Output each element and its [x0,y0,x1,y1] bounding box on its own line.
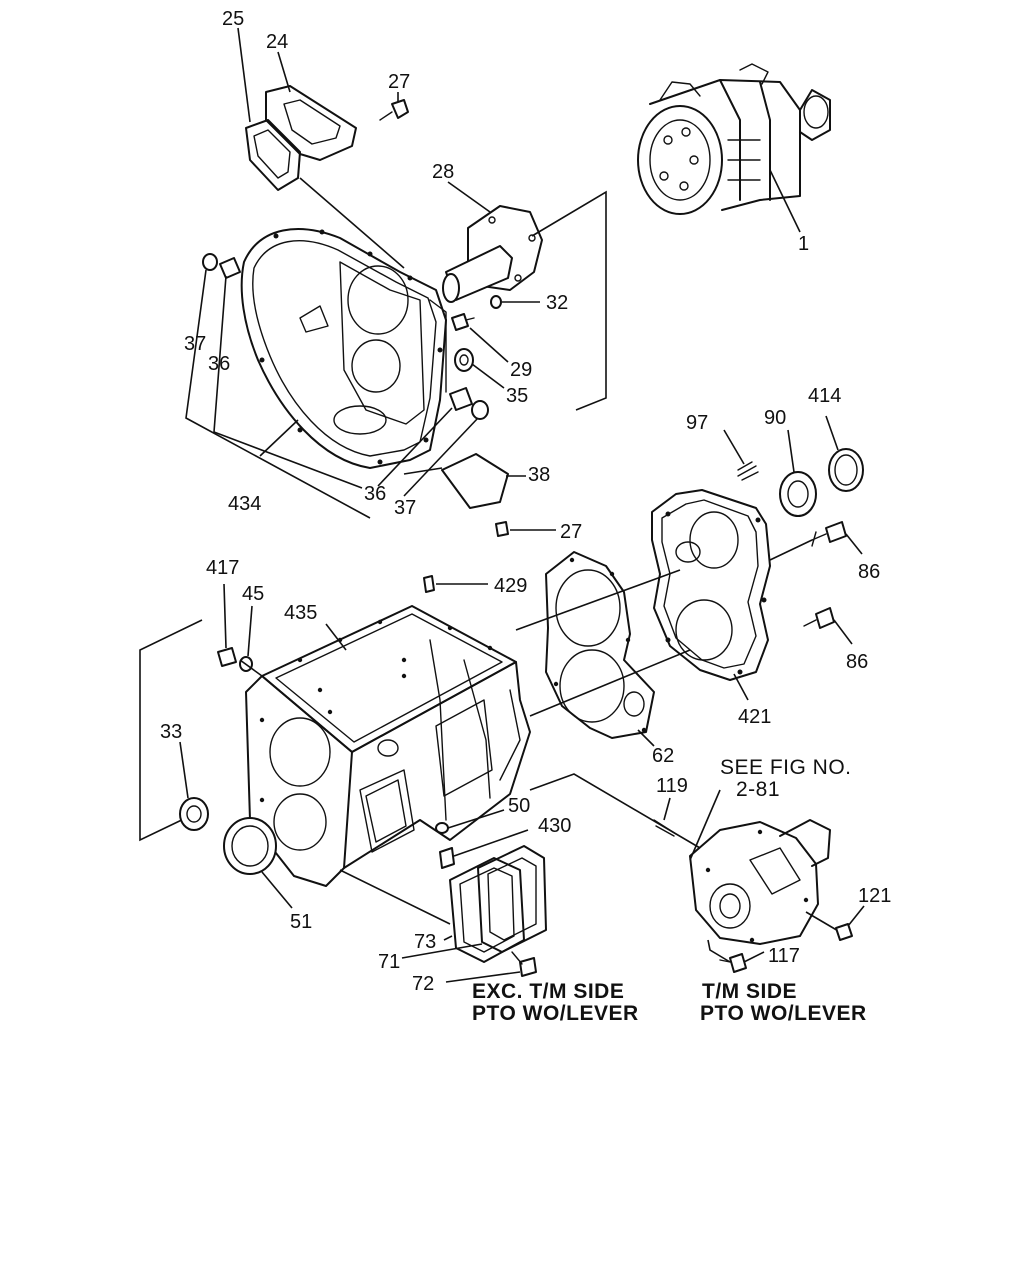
label-24: 24 [266,31,288,53]
label-37-top: 37 [184,333,206,355]
note-see-fig-number: 2-81 [736,778,780,801]
label-429: 429 [494,575,527,597]
label-27-lower: 27 [560,521,582,543]
note-exc-pto-lever: PTO WO/LEVER [472,1002,639,1025]
part-117-bolt [707,939,765,973]
leader-case-to-421-upper [515,569,681,631]
part-434-clutch-housing [240,228,447,469]
part-27-bolt-lower [495,521,556,537]
part-430-plug [439,829,529,869]
part-32-washer [490,295,540,309]
label-421: 421 [738,706,771,728]
label-36-top: 36 [208,353,230,375]
label-35: 35 [506,385,528,407]
label-32: 32 [546,292,568,314]
label-62: 62 [652,745,674,767]
part-35-seal [454,348,505,389]
bracket-33 [139,619,203,842]
note-tm-side: T/M SIDE [702,980,797,1003]
leader-gasket-to-housing [299,177,405,269]
label-417: 417 [206,557,239,579]
part-38-cover-plate [403,453,526,509]
part-24-cover [265,85,357,179]
part-37-ring-top [202,253,218,271]
part-119-stud [653,797,677,837]
part-86-bolt-upper [769,521,863,561]
label-434: 434 [228,493,261,515]
part-36-dowel-top [219,257,241,279]
part-414-shim [825,415,864,492]
label-27-top: 27 [388,71,410,93]
label-50: 50 [508,795,530,817]
part-50-o-ring [435,809,505,834]
leader-417-to-case [239,659,263,677]
label-51: 51 [290,911,312,933]
bracket-36-top [213,275,363,489]
label-29: 29 [510,359,532,381]
leader-25 [237,27,251,123]
part-417-plug [217,583,237,667]
label-430: 430 [538,815,571,837]
label-72: 72 [412,973,434,995]
label-90: 90 [764,407,786,429]
part-86-bolt-lower [803,607,853,645]
part-421-pto-housing [651,489,771,701]
bracket-line-top [531,190,607,411]
note-see-fig: SEE FIG NO. [720,756,852,779]
label-33: 33 [160,721,182,743]
leader-434 [259,419,299,457]
label-28: 28 [432,161,454,183]
part-27-bolt-top [379,99,409,121]
label-117: 117 [768,945,800,967]
label-414: 414 [808,385,841,407]
part-71-cover [401,845,547,959]
label-37-lower: 37 [394,497,416,519]
label-121: 121 [858,885,891,907]
part-97-stud [723,429,759,481]
label-435: 435 [284,602,317,624]
leader-24 [277,51,291,93]
note-exc-tm-side: EXC. T/M SIDE [472,980,624,1003]
label-1: 1 [798,233,809,255]
part-29-bolt [451,313,509,363]
part-435-transmission-case [245,605,531,887]
note-tm-pto-lever: PTO WO/LEVER [700,1002,867,1025]
leader-28 [447,181,491,213]
leader-case-to-421-lower [529,649,691,717]
label-25: 25 [222,8,244,30]
label-36-lower: 36 [364,483,386,505]
label-119: 119 [656,775,688,797]
part-pto-unit [689,789,841,945]
part-28-bearing-retainer [442,205,543,303]
part-90-bearing [779,429,817,517]
leader-case-to-73 [339,869,451,925]
label-45: 45 [242,583,264,605]
label-38: 38 [528,464,550,486]
part-1-transmission-assembly [637,63,831,233]
label-97: 97 [686,412,708,434]
part-72-bolt [445,951,537,983]
leader-36-lower [377,407,453,487]
part-121-nut [835,905,865,941]
label-86-upper: 86 [858,561,880,583]
part-36-dowel-lower [449,387,473,411]
leader-37-lower [403,417,479,497]
part-51-cover [223,817,293,909]
bracket-37-top [185,269,371,519]
part-33-oil-seal [179,741,209,831]
label-73: 73 [414,931,436,953]
part-62-gasket [545,551,655,747]
label-71: 71 [378,951,400,973]
label-86-lower: 86 [846,651,868,673]
part-37-ring-lower [471,400,489,420]
part-429-plug [423,575,488,593]
